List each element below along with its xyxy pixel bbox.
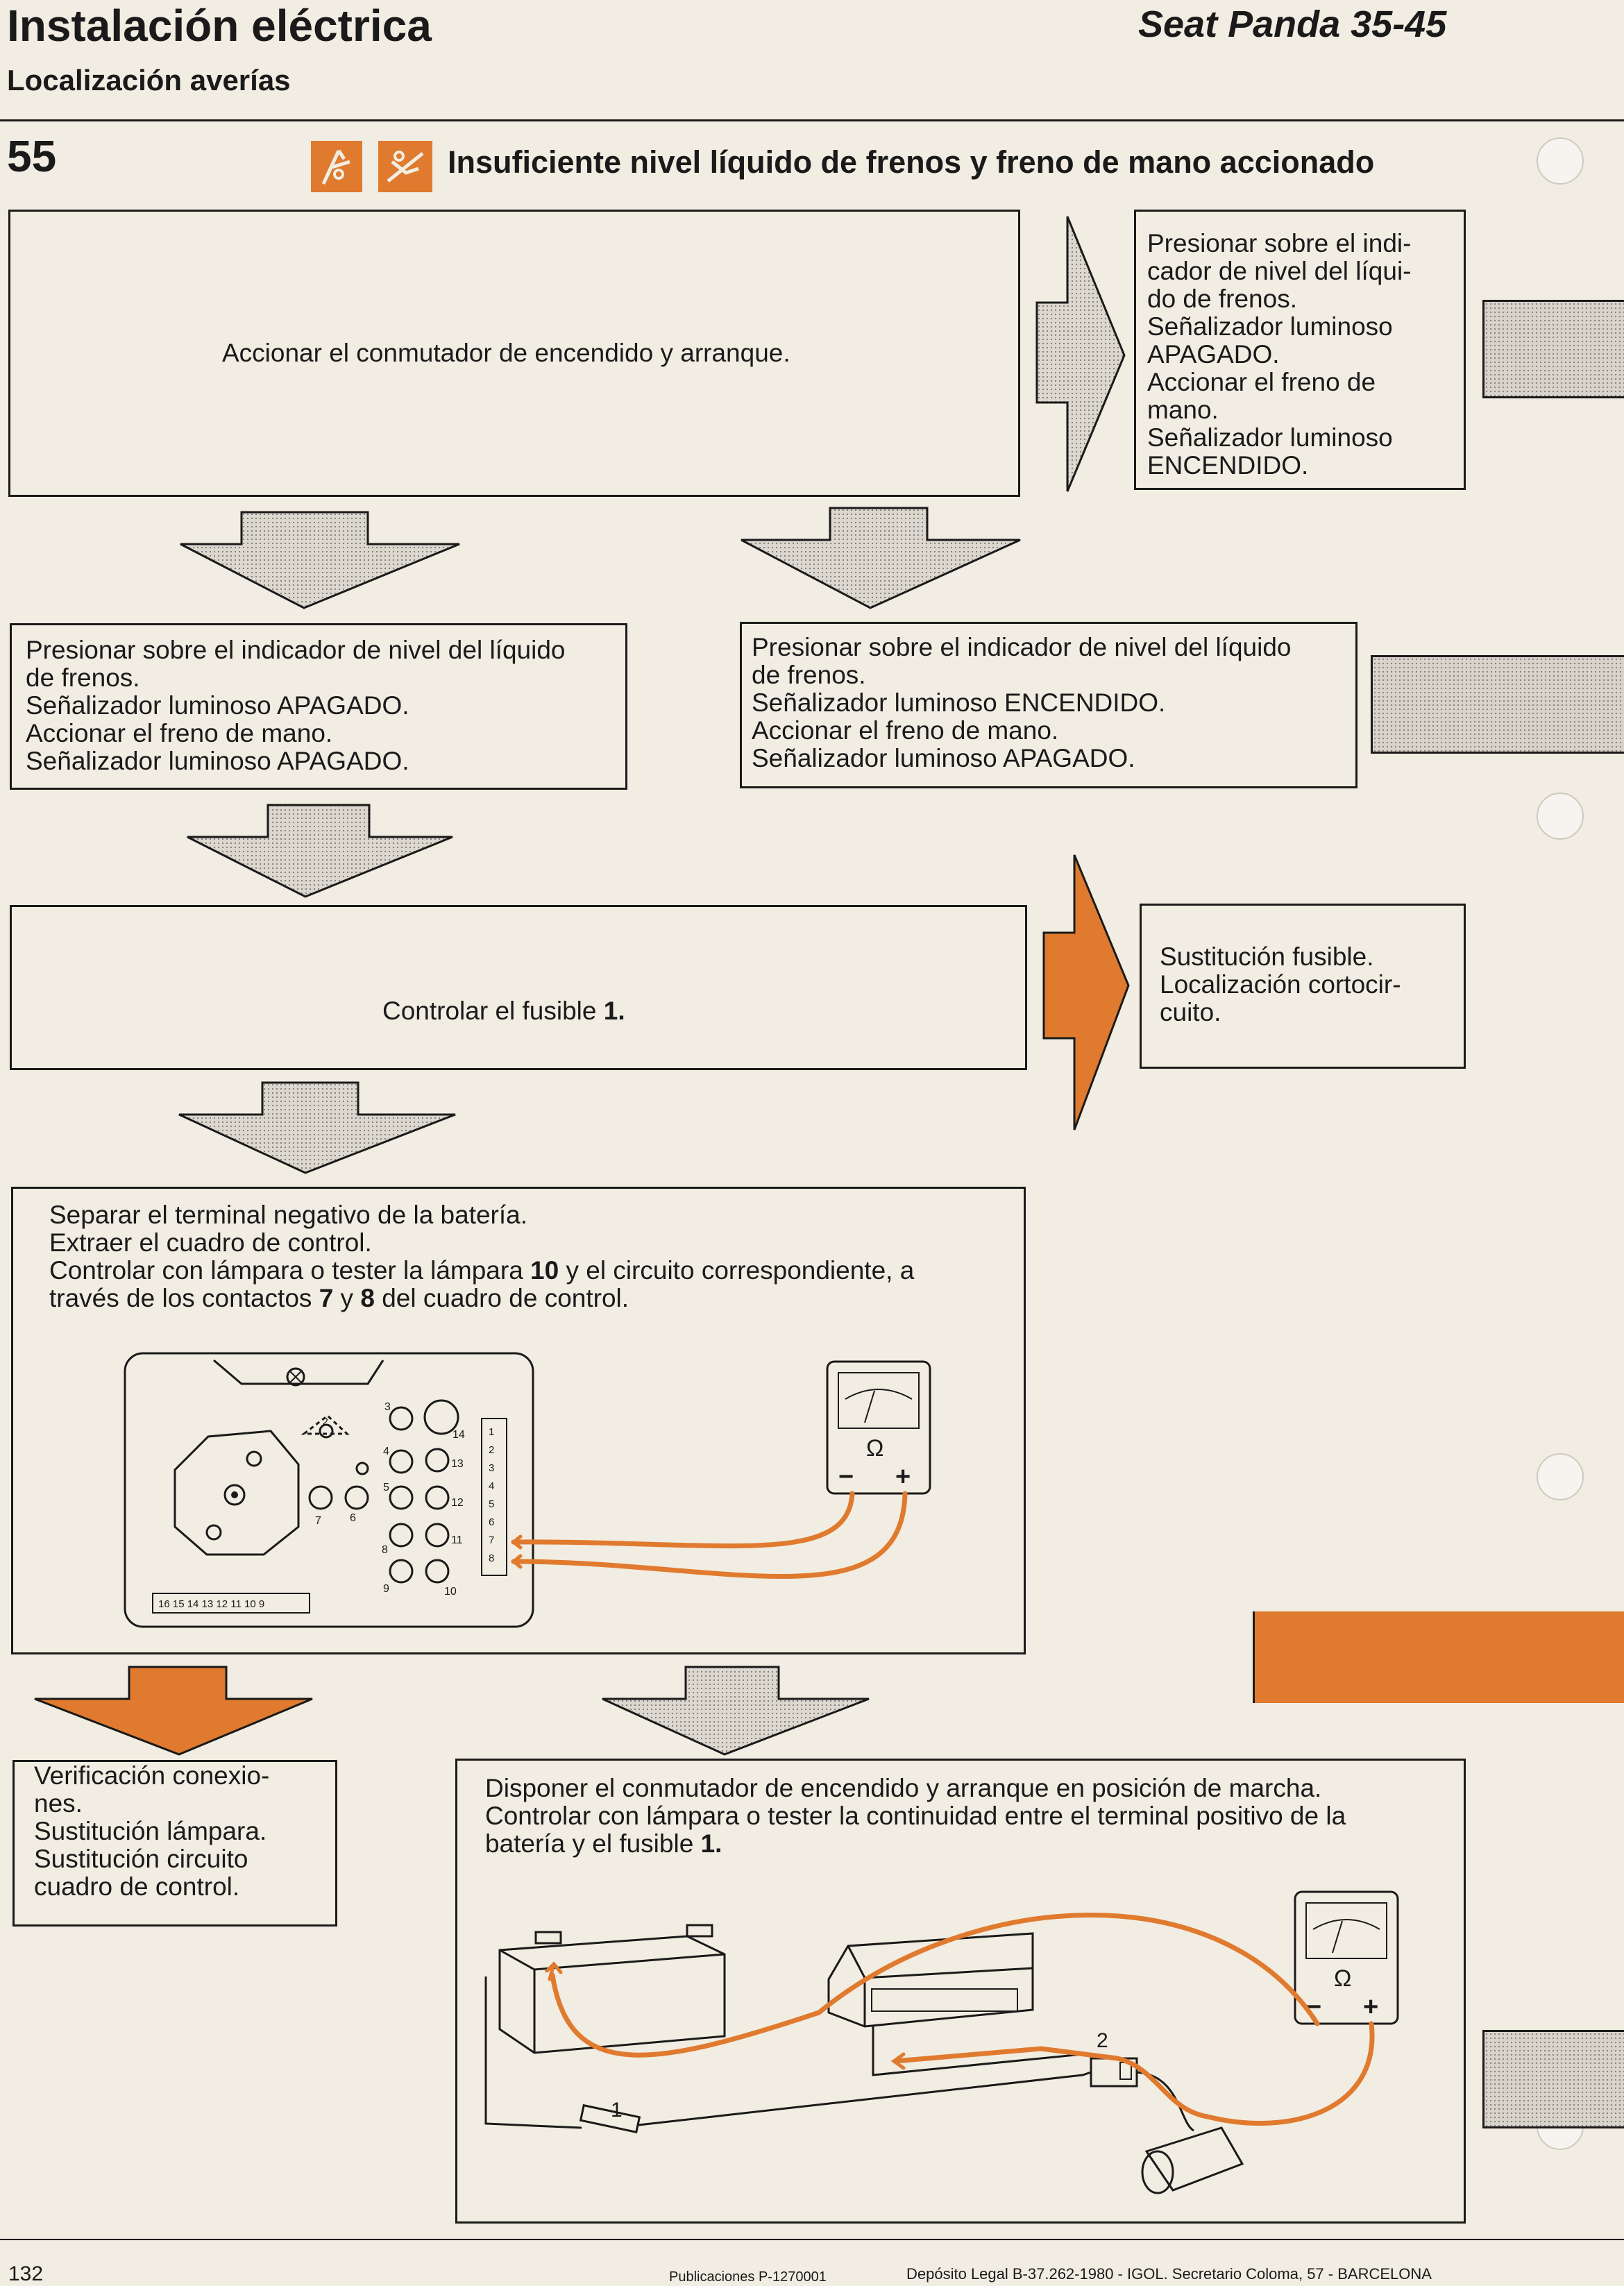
bulb-label-4: 4 xyxy=(383,1446,389,1457)
panel-line-3: Controlar con lámpara o tester la lámpar… xyxy=(49,1256,915,1285)
bulb-label-7: 7 xyxy=(315,1515,321,1527)
bulb-group xyxy=(301,1399,459,1584)
terminal-7: 7 xyxy=(489,1534,494,1546)
publication-ref: Publicaciones P-1270001 xyxy=(669,2269,827,2285)
bulb-label-13: 13 xyxy=(451,1458,464,1470)
arrow-down xyxy=(187,804,453,898)
terminal-2: 2 xyxy=(489,1444,494,1456)
terminal-8: 8 xyxy=(489,1552,494,1564)
fuse-label: 1 xyxy=(611,2099,623,2122)
section-title: Instalación eléctrica xyxy=(7,1,432,51)
meter2-plus: + xyxy=(1363,1992,1378,2022)
legal-deposit: Depósito Legal B-37.262-1980 - IGOL. Sec… xyxy=(906,2265,1432,2283)
ok-result-box: Presionar sobre el indi- cador de nivel … xyxy=(1134,210,1466,490)
arrow-right xyxy=(1035,216,1126,492)
terminal-3: 3 xyxy=(489,1462,494,1474)
meter-ohm-symbol: Ω xyxy=(866,1435,883,1462)
side-tab xyxy=(1482,300,1624,398)
left-case-text: Presionar sobre el indicador de nivel de… xyxy=(26,636,566,775)
meter2-ohm-symbol: Ω xyxy=(1334,1965,1351,1992)
side-tab xyxy=(1371,655,1624,754)
page-number: 132 xyxy=(8,2262,44,2285)
connector-label: 2 xyxy=(1097,2029,1108,2052)
header-rule xyxy=(0,119,1624,121)
bulb-label-8: 8 xyxy=(382,1544,388,1556)
panel-line-2: Extraer el cuadro de control. xyxy=(49,1228,372,1257)
arrow-down xyxy=(741,507,1021,609)
binder-hole xyxy=(1537,1453,1584,1500)
fuse-check-box: Controlar el fusible 1. xyxy=(10,905,1027,1070)
bulb-label-5: 5 xyxy=(383,1482,389,1493)
subsection-title: Localización averías xyxy=(7,64,291,96)
footer-rule xyxy=(0,2239,1624,2240)
panel-check-text: Separar el terminal negativo de la bater… xyxy=(49,1201,914,1312)
terminals-bottom: 16 15 14 13 12 11 10 9 xyxy=(158,1598,264,1610)
arrow-right-orange xyxy=(1042,854,1130,1131)
fuse-check-text: Controlar el fusible 1. xyxy=(382,997,625,1025)
side-tab xyxy=(1482,2030,1624,2128)
fault-actions-text: Verificación conexio- nes. Sustitución l… xyxy=(34,1761,270,1901)
continuity-line-2: Controlar con lámpara o tester la contin… xyxy=(485,1802,1346,1830)
panel-line-1: Separar el terminal negativo de la bater… xyxy=(49,1201,528,1229)
side-tab-orange xyxy=(1253,1611,1624,1703)
terminal-5: 5 xyxy=(489,1498,494,1510)
meter-minus: − xyxy=(838,1462,854,1491)
bulb-label-9: 9 xyxy=(383,1583,389,1595)
continuity-box: Disponer el conmutador de encendido y ar… xyxy=(455,1759,1466,2224)
panel-check-box: Separar el terminal negativo de la bater… xyxy=(11,1187,1026,1654)
vehicle-model: Seat Panda 35-45 xyxy=(1138,3,1447,45)
handbrake-warning-icon xyxy=(378,141,432,192)
left-case-box: Presionar sobre el indicador de nivel de… xyxy=(10,623,627,790)
brake-fluid-warning-icon xyxy=(311,141,362,192)
ok-result-text: Presionar sobre el indi- cador de nivel … xyxy=(1147,229,1412,480)
bulb-label-2: 2 xyxy=(322,1416,328,1428)
bulb-label-3: 3 xyxy=(384,1401,391,1413)
fuse-fault-box: Sustitución fusible. Localización cortoc… xyxy=(1140,904,1466,1069)
right-case-text: Presionar sobre el indicador de nivel de… xyxy=(752,633,1292,772)
arrow-down-orange xyxy=(34,1666,313,1756)
panel-line-4: través de los contactos 7 y 8 del cuadro… xyxy=(49,1284,629,1312)
bulb-label-6: 6 xyxy=(350,1512,356,1524)
procedure-title: Insuficiente nivel líquido de frenos y f… xyxy=(448,144,1375,180)
bulb-label-12: 12 xyxy=(451,1497,464,1509)
terminal-6: 6 xyxy=(489,1516,494,1528)
meter-plus: + xyxy=(895,1462,911,1491)
terminal-1: 1 xyxy=(489,1426,494,1438)
terminal-4: 4 xyxy=(489,1480,494,1492)
right-case-box: Presionar sobre el indicador de nivel de… xyxy=(740,622,1357,788)
procedure-number: 55 xyxy=(7,131,57,181)
binder-hole xyxy=(1537,137,1584,185)
binder-hole xyxy=(1537,793,1584,840)
fault-actions-box: Verificación conexio- nes. Sustitución l… xyxy=(12,1760,337,1927)
bulb-label-14: 14 xyxy=(452,1429,465,1441)
continuity-line-3: batería y el fusible 1. xyxy=(485,1829,722,1858)
fuse-fault-text: Sustitución fusible. Localización cortoc… xyxy=(1160,942,1401,1026)
step-ignition-box: Accionar el conmutador de encendido y ar… xyxy=(8,210,1020,497)
step-ignition-text: Accionar el conmutador de encendido y ar… xyxy=(222,339,790,367)
arrow-down xyxy=(602,1666,870,1756)
continuity-text: Disponer el conmutador de encendido y ar… xyxy=(485,1775,1346,1858)
arrow-down xyxy=(180,511,460,609)
arrow-down xyxy=(178,1081,456,1174)
continuity-line-1: Disponer el conmutador de encendido y ar… xyxy=(485,1774,1322,1802)
bulb-label-11: 11 xyxy=(451,1534,463,1546)
bulb-label-10: 10 xyxy=(444,1586,457,1598)
